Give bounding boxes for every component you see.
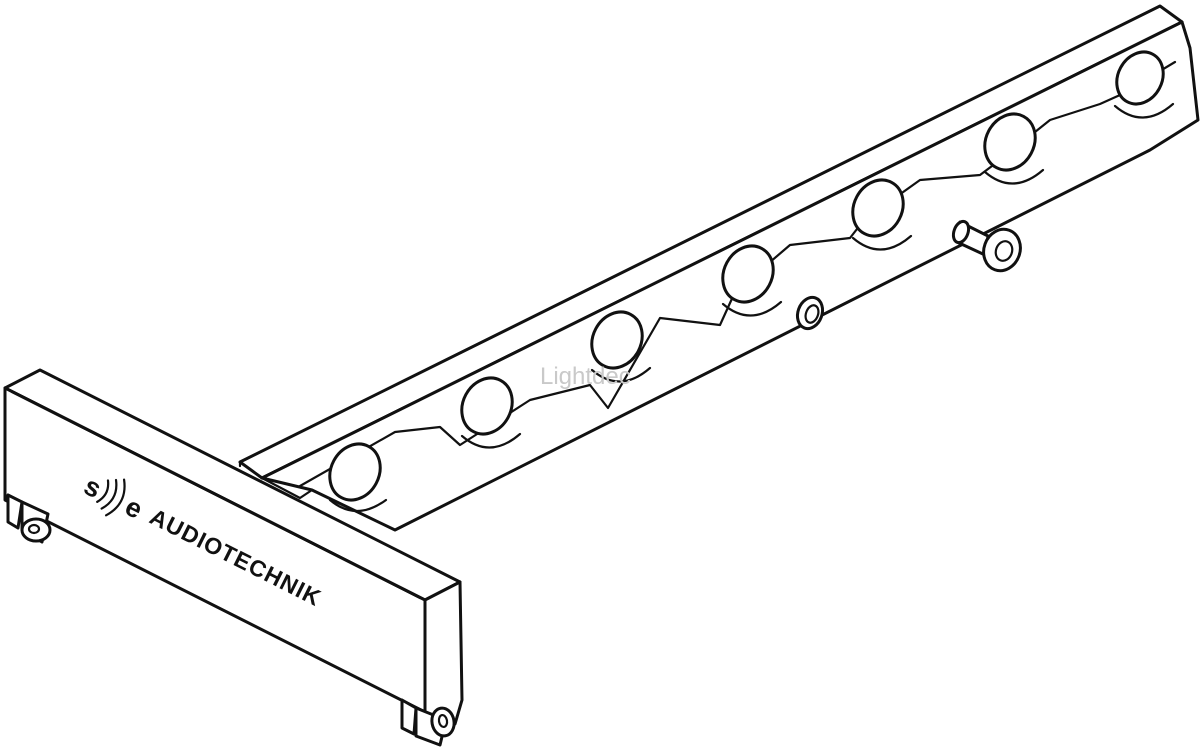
left-hinge-tabs xyxy=(6,493,52,544)
rail-top-face xyxy=(238,4,1184,480)
rail-hole xyxy=(851,178,913,251)
watermark: Lightdec xyxy=(540,363,631,390)
rail-hole xyxy=(1113,50,1175,119)
front-plate-end xyxy=(423,580,464,726)
rail-hole xyxy=(590,310,652,383)
rail-holes xyxy=(328,50,1175,512)
quick-release-bolt xyxy=(951,219,1022,273)
rail-hole xyxy=(460,376,522,449)
right-hinge-tabs xyxy=(400,698,456,747)
rail-pin xyxy=(795,295,825,331)
rail-hole xyxy=(721,244,783,317)
plate-rail-joint xyxy=(238,460,314,500)
rail-hole xyxy=(983,112,1045,185)
sound-wave-icon xyxy=(96,478,126,517)
rail-end-cap xyxy=(1180,20,1200,122)
rail-hole xyxy=(328,442,388,512)
front-plate-bevel xyxy=(10,390,422,600)
